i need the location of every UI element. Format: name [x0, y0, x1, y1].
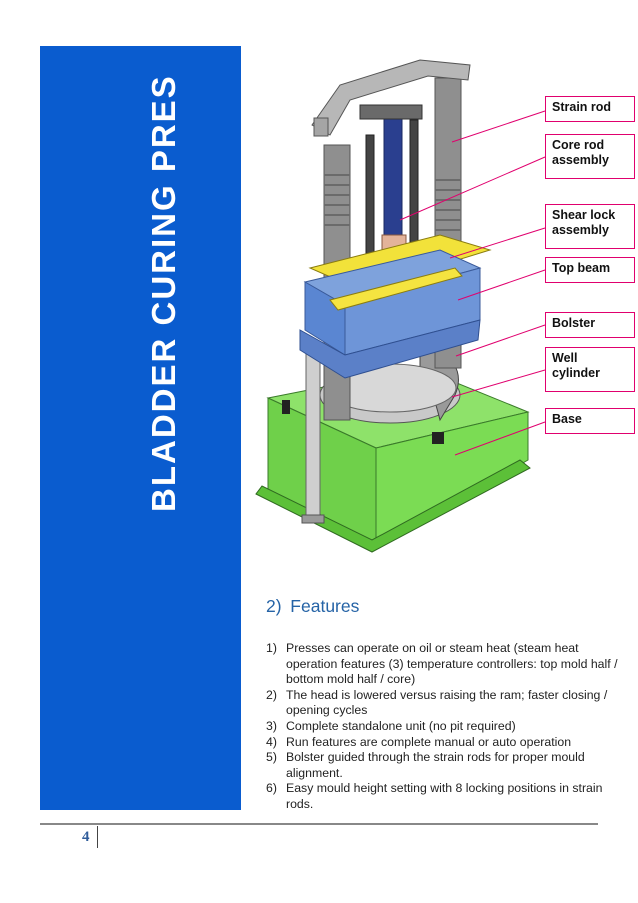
title-sidebar	[40, 46, 241, 810]
callout-label: Top beam	[552, 261, 611, 275]
item-text: Easy mould height setting with 8 locking…	[286, 781, 603, 811]
vertical-title: BLADDER CURING PRES	[145, 74, 182, 512]
base-plate	[255, 459, 531, 553]
callout-bolster: Bolster	[545, 312, 635, 338]
item-number: 4)	[266, 734, 277, 749]
list-item: 2) The head is lowered versus raising the…	[266, 688, 621, 719]
features-list: 1) Presses can operate on oil or steam he…	[266, 641, 621, 813]
list-item: 1) Presses can operate on oil or steam he…	[266, 641, 621, 688]
side-cylinder-cap	[301, 514, 325, 524]
item-number: 5)	[266, 750, 277, 765]
callout-well-cylinder: Well cylinder	[545, 347, 635, 392]
core-crosshead	[359, 104, 423, 120]
page-number-separator	[97, 826, 98, 848]
callout-shear-lock: Shear lock assembly	[545, 204, 635, 249]
item-number: 2)	[266, 687, 277, 702]
list-item: 5) Bolster guided through the strain rods…	[266, 750, 621, 781]
item-text: Bolster guided through the strain rods f…	[286, 750, 585, 780]
item-text: The head is lowered versus raising the r…	[286, 687, 608, 718]
item-text: Run features are complete manual or auto…	[286, 734, 572, 749]
callout-label: Bolster	[552, 316, 596, 330]
item-number: 3)	[266, 718, 277, 733]
callout-core-rod: Core rod assembly	[545, 134, 635, 179]
callout-base: Base	[545, 408, 635, 434]
list-item: 4) Run features are complete manual or au…	[266, 735, 621, 751]
item-text: Complete standalone unit (no pit require…	[286, 718, 516, 733]
callout-label: Strain rod	[552, 100, 612, 114]
callout-label: Well cylinder	[552, 351, 600, 380]
callout-label: Base	[552, 412, 582, 426]
side-cylinder	[305, 344, 321, 521]
section-title: 2) Features	[266, 596, 360, 616]
list-item: 3) Complete standalone unit (no pit requi…	[266, 719, 621, 735]
item-number: 1)	[266, 641, 277, 655]
item-text: Presses can operate on oil or steam heat…	[286, 641, 618, 687]
callout-top-beam: Top beam	[545, 257, 635, 283]
press-illustration	[255, 59, 531, 553]
footer-divider	[40, 823, 598, 825]
page-number: 4	[82, 829, 90, 845]
frame-leg-left	[313, 117, 329, 137]
base-switch	[432, 432, 444, 444]
callout-strain-rod: Strain rod	[545, 96, 635, 122]
core-rod	[383, 114, 403, 241]
list-item: 6) Easy mould height setting with 8 locki…	[266, 781, 621, 812]
callout-label: Shear lock assembly	[552, 208, 616, 237]
item-number: 6)	[266, 781, 277, 796]
base-slot-left	[282, 400, 290, 414]
vertical-title-container: BLADDER CURING PRES	[144, 0, 184, 520]
callout-label: Core rod assembly	[552, 138, 609, 167]
